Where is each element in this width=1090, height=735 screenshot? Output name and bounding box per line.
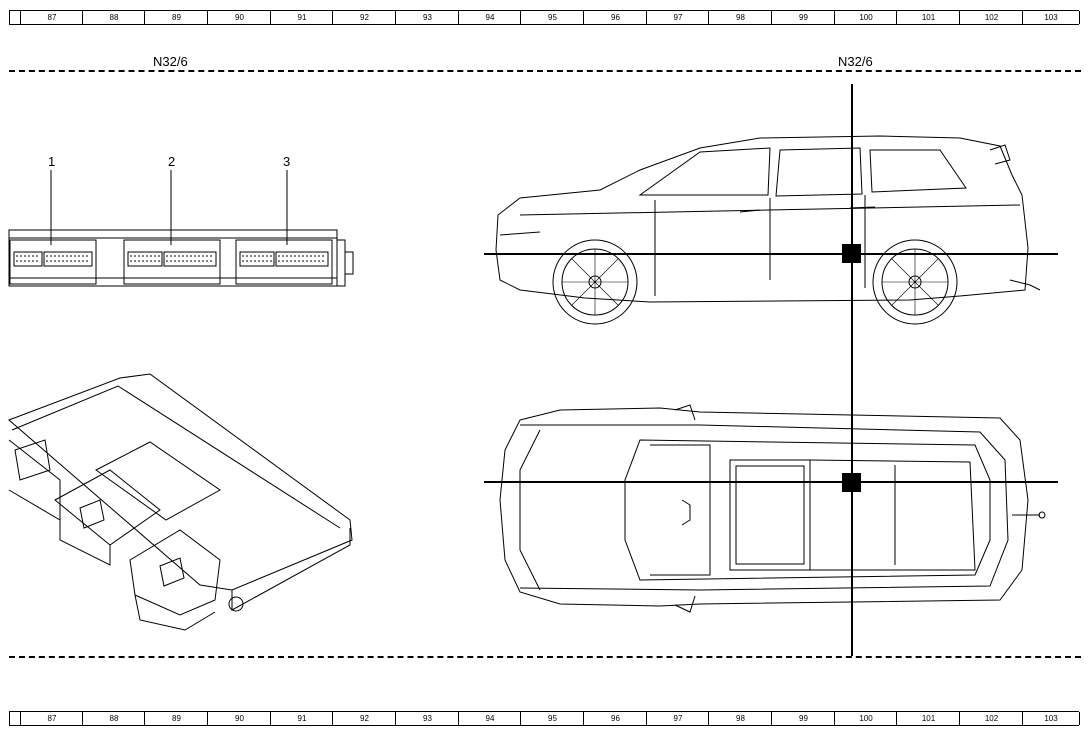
location-marker-top-view	[842, 473, 861, 492]
location-crosshair	[484, 84, 1058, 656]
ruler-cell: 102	[959, 11, 1023, 24]
ruler-cell: 99	[771, 712, 835, 725]
control-unit-front-view	[8, 170, 354, 287]
ruler-cell: 89	[144, 712, 208, 725]
ruler-cell: 90	[207, 712, 271, 725]
ruler-cell: 99	[771, 11, 835, 24]
ruler-cell: 87	[20, 712, 83, 725]
ruler-cell	[9, 11, 21, 24]
upper-section-divider	[9, 70, 1081, 72]
component-label-right: N32/6	[838, 54, 873, 69]
ruler-cell: 100	[834, 712, 897, 725]
connector-number-3: 3	[283, 154, 291, 169]
vehicle-top-view	[499, 404, 1046, 613]
ruler-cell: 97	[646, 11, 709, 24]
ruler-cell: 88	[82, 712, 145, 725]
ruler-cell: 102	[959, 712, 1023, 725]
connector-3	[235, 239, 333, 285]
ruler-cell: 94	[458, 11, 521, 24]
connector-2	[123, 239, 221, 285]
connector-1	[9, 239, 97, 285]
ruler-cell: 93	[395, 712, 459, 725]
lower-section-divider	[9, 656, 1081, 658]
ruler-cell: 94	[458, 712, 521, 725]
ruler-cell: 95	[520, 11, 584, 24]
ruler-cell: 93	[395, 11, 459, 24]
ruler-cell: 91	[270, 712, 333, 725]
ruler-cell: 101	[896, 712, 960, 725]
ruler-cell: 92	[332, 712, 396, 725]
bottom-grid-ruler: 87 88 89 90 91 92 93 94 95 96 97 98 99 1…	[9, 711, 1080, 726]
top-grid-ruler: 87 88 89 90 91 92 93 94 95 96 97 98 99 1…	[9, 10, 1080, 25]
ruler-cell: 96	[583, 712, 647, 725]
ruler-cell: 103	[1022, 712, 1080, 725]
ruler-cell: 89	[144, 11, 208, 24]
ruler-cell: 95	[520, 712, 584, 725]
ruler-cell: 100	[834, 11, 897, 24]
ruler-cell: 92	[332, 11, 396, 24]
ruler-cell: 87	[20, 11, 83, 24]
ruler-cell: 91	[270, 11, 333, 24]
ruler-cell: 96	[583, 11, 647, 24]
ruler-cell: 101	[896, 11, 960, 24]
ruler-cell: 98	[708, 11, 772, 24]
ruler-cell: 98	[708, 712, 772, 725]
ruler-cell	[9, 712, 21, 725]
ruler-cell: 88	[82, 11, 145, 24]
component-label-left: N32/6	[153, 54, 188, 69]
ruler-cell: 90	[207, 11, 271, 24]
connector-number-1: 1	[48, 154, 56, 169]
connector-number-2: 2	[168, 154, 176, 169]
ruler-cell: 97	[646, 712, 709, 725]
location-marker-side-view	[842, 244, 861, 263]
vehicle-side-view	[495, 135, 1041, 325]
control-unit-isometric-view	[8, 373, 353, 631]
ruler-cell: 103	[1022, 11, 1080, 24]
